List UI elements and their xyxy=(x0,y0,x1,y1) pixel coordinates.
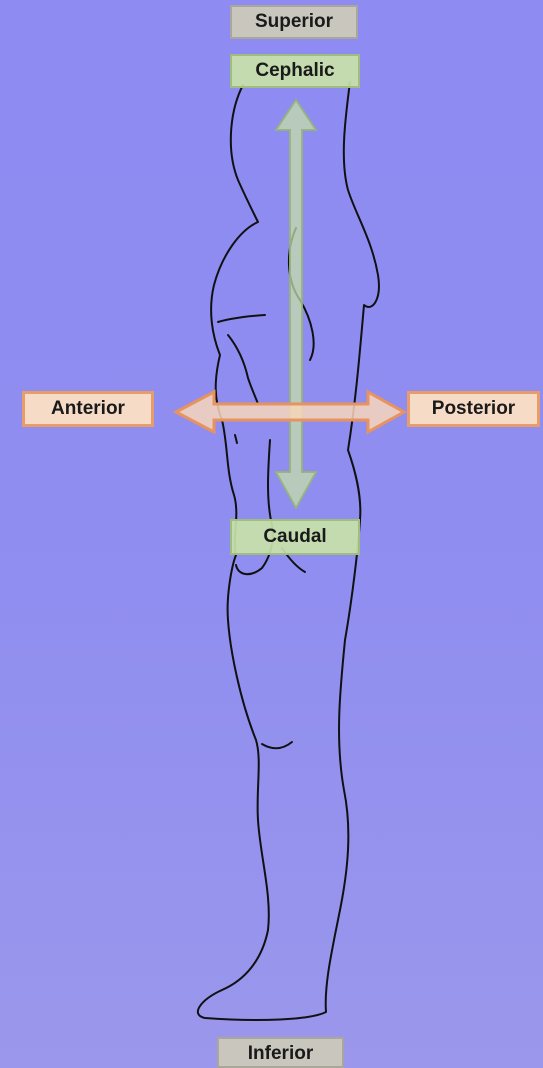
label-anterior: Anterior xyxy=(22,391,154,427)
cephalic-caudal-arrow xyxy=(276,100,316,508)
label-posterior: Posterior xyxy=(407,391,540,427)
label-superior: Superior xyxy=(230,5,358,39)
label-caudal: Caudal xyxy=(230,519,360,555)
label-inferior: Inferior xyxy=(217,1037,344,1068)
label-cephalic: Cephalic xyxy=(230,54,360,88)
